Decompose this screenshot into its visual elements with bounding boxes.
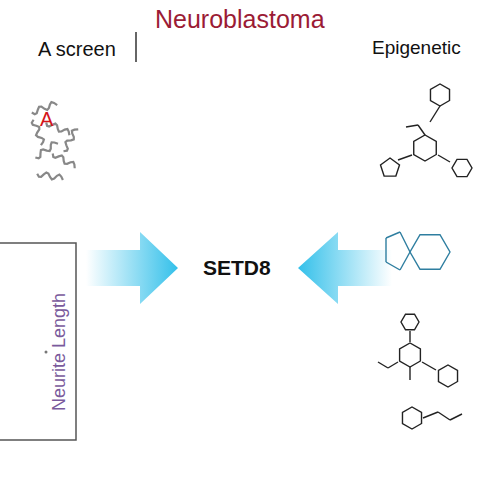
bond bbox=[386, 232, 400, 238]
axis-label: Neurite Length bbox=[50, 293, 70, 411]
title: Neuroblastoma bbox=[155, 6, 325, 34]
bond bbox=[386, 262, 400, 270]
ring bbox=[380, 158, 399, 176]
ring bbox=[452, 159, 472, 176]
ring bbox=[402, 407, 421, 429]
strand bbox=[61, 127, 79, 153]
bond bbox=[385, 238, 386, 262]
ring bbox=[438, 365, 457, 387]
strand bbox=[37, 171, 64, 181]
ring bbox=[400, 343, 421, 367]
ring bbox=[430, 84, 449, 106]
ring bbox=[414, 135, 437, 161]
bond bbox=[409, 331, 410, 342]
sirna-strands bbox=[31, 101, 80, 182]
bond bbox=[400, 252, 410, 270]
category-label: Epigenetic bbox=[372, 38, 461, 59]
gene-name: SETD8 bbox=[203, 256, 271, 279]
strand bbox=[51, 151, 77, 169]
chemical-structures bbox=[378, 84, 472, 429]
bond bbox=[398, 155, 412, 160]
ring bbox=[401, 314, 419, 330]
bond bbox=[418, 125, 425, 135]
bond bbox=[400, 232, 410, 252]
bond bbox=[450, 414, 462, 420]
bond bbox=[409, 367, 410, 380]
target-node: SETD8 bbox=[203, 256, 271, 279]
bond bbox=[422, 362, 436, 370]
block-arrow bbox=[86, 232, 178, 304]
chart-frame bbox=[0, 243, 76, 440]
divider-line bbox=[135, 32, 137, 62]
bond bbox=[406, 125, 418, 127]
bond bbox=[438, 155, 450, 162]
bond bbox=[423, 412, 438, 418]
sirna-letter: A bbox=[40, 108, 53, 130]
bond bbox=[388, 362, 398, 368]
block-arrow bbox=[298, 232, 392, 304]
bond bbox=[430, 106, 440, 122]
bond bbox=[378, 362, 388, 368]
screen-label: A screen bbox=[38, 38, 116, 60]
ring bbox=[410, 235, 450, 270]
data-point bbox=[45, 351, 48, 354]
bond bbox=[438, 412, 450, 420]
